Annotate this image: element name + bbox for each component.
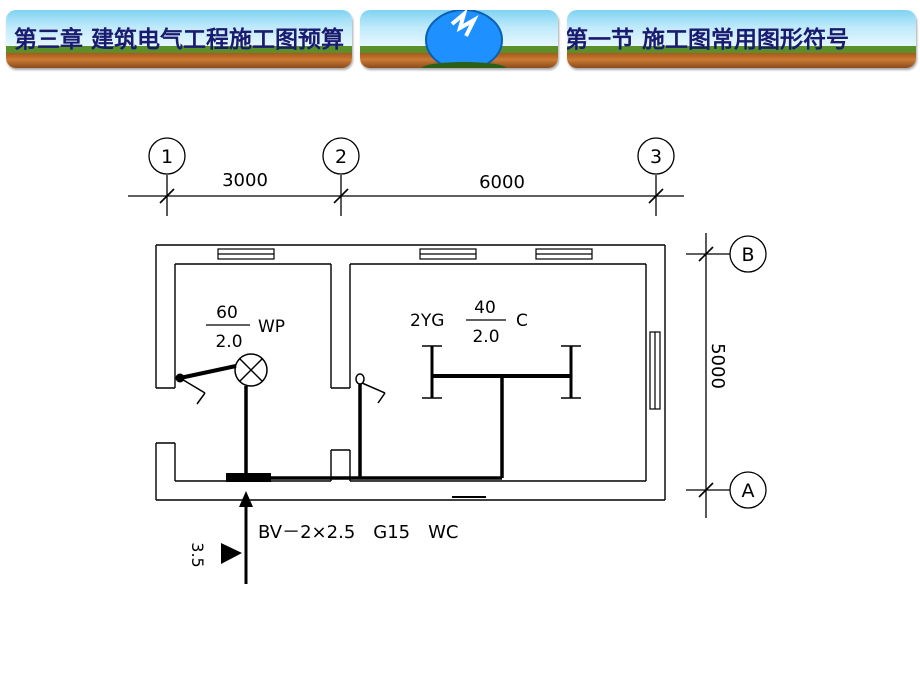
axis-label-a: A: [742, 480, 755, 502]
dimension-5000: 5000: [707, 343, 728, 389]
feeder-incoming-line: [239, 491, 253, 584]
lamp-left-power: 60: [216, 303, 238, 323]
wall-switch-left: [175, 364, 237, 405]
section-banner: 第一节 施工图常用图形符号: [567, 10, 916, 68]
wall-switch-right: [355, 373, 386, 478]
dimension-6000: 6000: [479, 172, 525, 193]
dimension-3000: 3000: [222, 170, 268, 191]
axis-circle-b: [729, 235, 767, 273]
lamp-right-count-type: 2YG: [410, 311, 444, 331]
lamp-right-height: 2.0: [472, 327, 499, 347]
fluorescent-lamp-fixture: [422, 345, 581, 478]
axis-label-b: B: [741, 244, 754, 266]
building-walls: [155, 244, 666, 501]
lamp-left-height: 2.0: [215, 332, 242, 352]
section-title: 第一节 施工图常用图形符号: [567, 26, 850, 53]
lamp-left-mount: WP: [258, 317, 285, 337]
axis-circle-3: [637, 137, 675, 175]
ceiling-lamp-symbol: [234, 353, 268, 387]
wiring-run: [244, 386, 502, 480]
chapter-title: 第三章 建筑电气工程施工图预算: [14, 26, 345, 53]
feeder-spec-label: BV－2×2.5 G15 WC: [258, 522, 459, 543]
feeder-height-label: 3.5: [188, 542, 207, 567]
decorative-banner: [360, 10, 558, 68]
height-marker-icon: [221, 543, 242, 564]
axis-label-1: 1: [161, 146, 173, 168]
axis-circle-1: [148, 137, 186, 175]
axis-label-3: 3: [650, 146, 662, 168]
axis-label-2: 2: [335, 146, 347, 168]
lamp-right-mount: C: [516, 311, 528, 331]
lamp-right-power: 40: [474, 298, 496, 318]
axis-circle-2: [322, 137, 360, 175]
distribution-box: [226, 473, 271, 482]
chapter-banner: 第三章 建筑电气工程施工图预算: [6, 10, 352, 68]
axis-circle-a: [729, 471, 767, 509]
globe-icon: [422, 10, 506, 68]
